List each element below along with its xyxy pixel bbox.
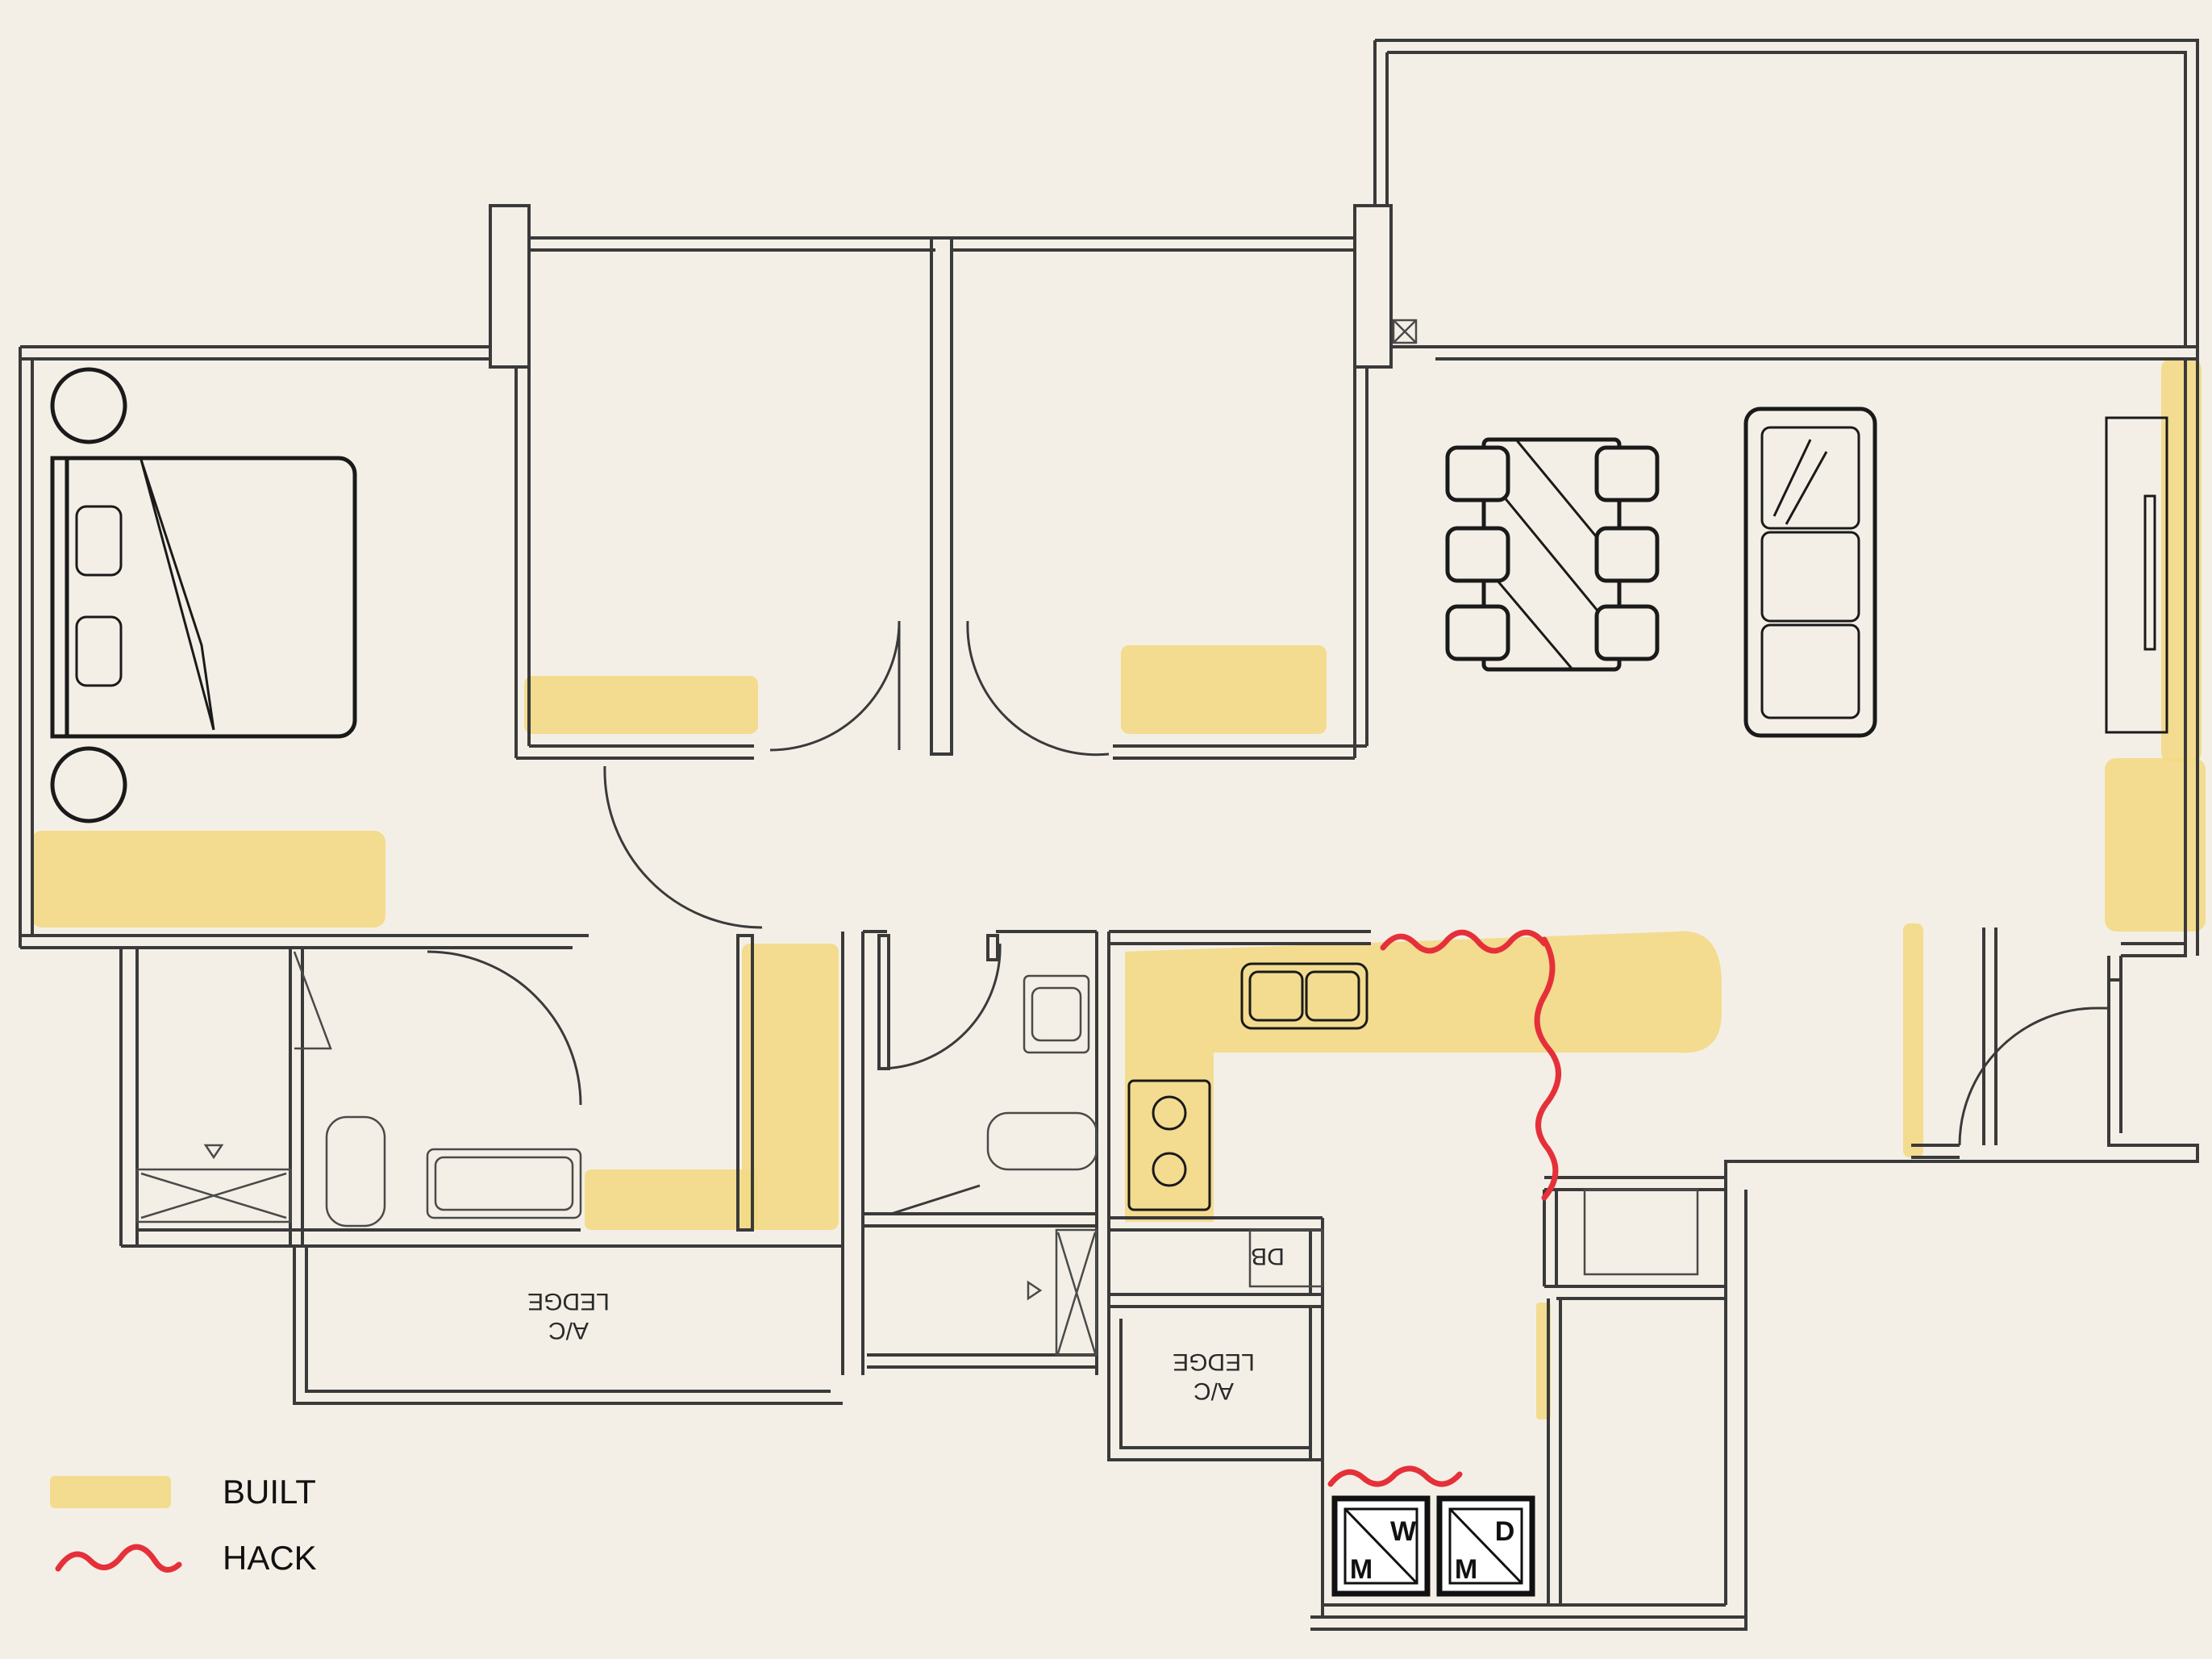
tv-console-built (2161, 359, 2202, 762)
door-bedroom3 (966, 620, 1110, 757)
door-master-bath (427, 950, 582, 1106)
ac-ledge-left-line1: A/C (548, 1317, 589, 1344)
built-highlights (31, 359, 2206, 1419)
door-kitchen-yard (890, 1184, 981, 1215)
tv-console (2105, 416, 2168, 734)
master-toilet (325, 1115, 386, 1228)
legend-built-swatch (50, 1476, 171, 1508)
door-bedroom2 (769, 620, 901, 752)
legend-hack-label: HACK (223, 1539, 317, 1577)
door-master (603, 765, 763, 929)
furniture (50, 367, 2168, 823)
kitchen-hob (1127, 1079, 1211, 1211)
walls (19, 39, 2199, 1631)
doors (427, 620, 2109, 1215)
living-cabinet-built (2105, 758, 2206, 932)
bedroom3-wardrobe-built (1121, 645, 1327, 734)
ac-ledge-right-line2: LEDGE (1173, 1348, 1255, 1375)
ac-ledge-right-label: A/C LEDGE (1173, 1348, 1255, 1404)
dryer-bottom-letter: M (1455, 1554, 1477, 1585)
bedroom2-desk-built (524, 676, 758, 734)
corridor-wardrobe-built (742, 944, 839, 1230)
db-label: DB (1251, 1243, 1285, 1269)
kitchen-counter-built (1125, 931, 1722, 1222)
washer: W M (1331, 1495, 1431, 1597)
ac-ledge-left-label: A/C LEDGE (527, 1288, 610, 1344)
divider-strip-built (1903, 923, 1923, 1157)
door-common-bath (878, 943, 1002, 1070)
corridor-bench-built (585, 1169, 758, 1230)
dryer-top-letter: D (1495, 1516, 1515, 1547)
bedside-table-bottom (50, 746, 127, 823)
legend: BUILT HACK (50, 1473, 317, 1577)
dryer: D M (1436, 1495, 1535, 1597)
common-basin (1023, 974, 1090, 1054)
ac-ledge-left-line2: LEDGE (527, 1288, 610, 1315)
hack-yard-wall (1327, 1465, 1463, 1487)
ac-ledge-right-line1: A/C (1193, 1378, 1234, 1404)
common-toilet (986, 1111, 1098, 1171)
door-main-entrance (1958, 1007, 2109, 1146)
hack-kitchen-wall-side (1534, 936, 1561, 1201)
master-vanity (426, 1148, 582, 1219)
kitchen-sink (1240, 962, 1368, 1030)
legend-built-label: BUILT (223, 1473, 316, 1511)
sofa (1743, 406, 1877, 738)
bedside-table-top (50, 367, 127, 444)
master-wardrobe-built (31, 831, 385, 927)
washer-top-letter: W (1390, 1516, 1417, 1547)
master-shower (135, 1168, 292, 1223)
legend-hack-swatch (55, 1544, 182, 1573)
fixtures (135, 951, 1368, 1357)
common-shower (1055, 1228, 1098, 1357)
hack-lines (1327, 929, 1561, 1487)
hack-kitchen-wall-top (1380, 929, 1548, 954)
washer-bottom-letter: M (1350, 1554, 1373, 1585)
